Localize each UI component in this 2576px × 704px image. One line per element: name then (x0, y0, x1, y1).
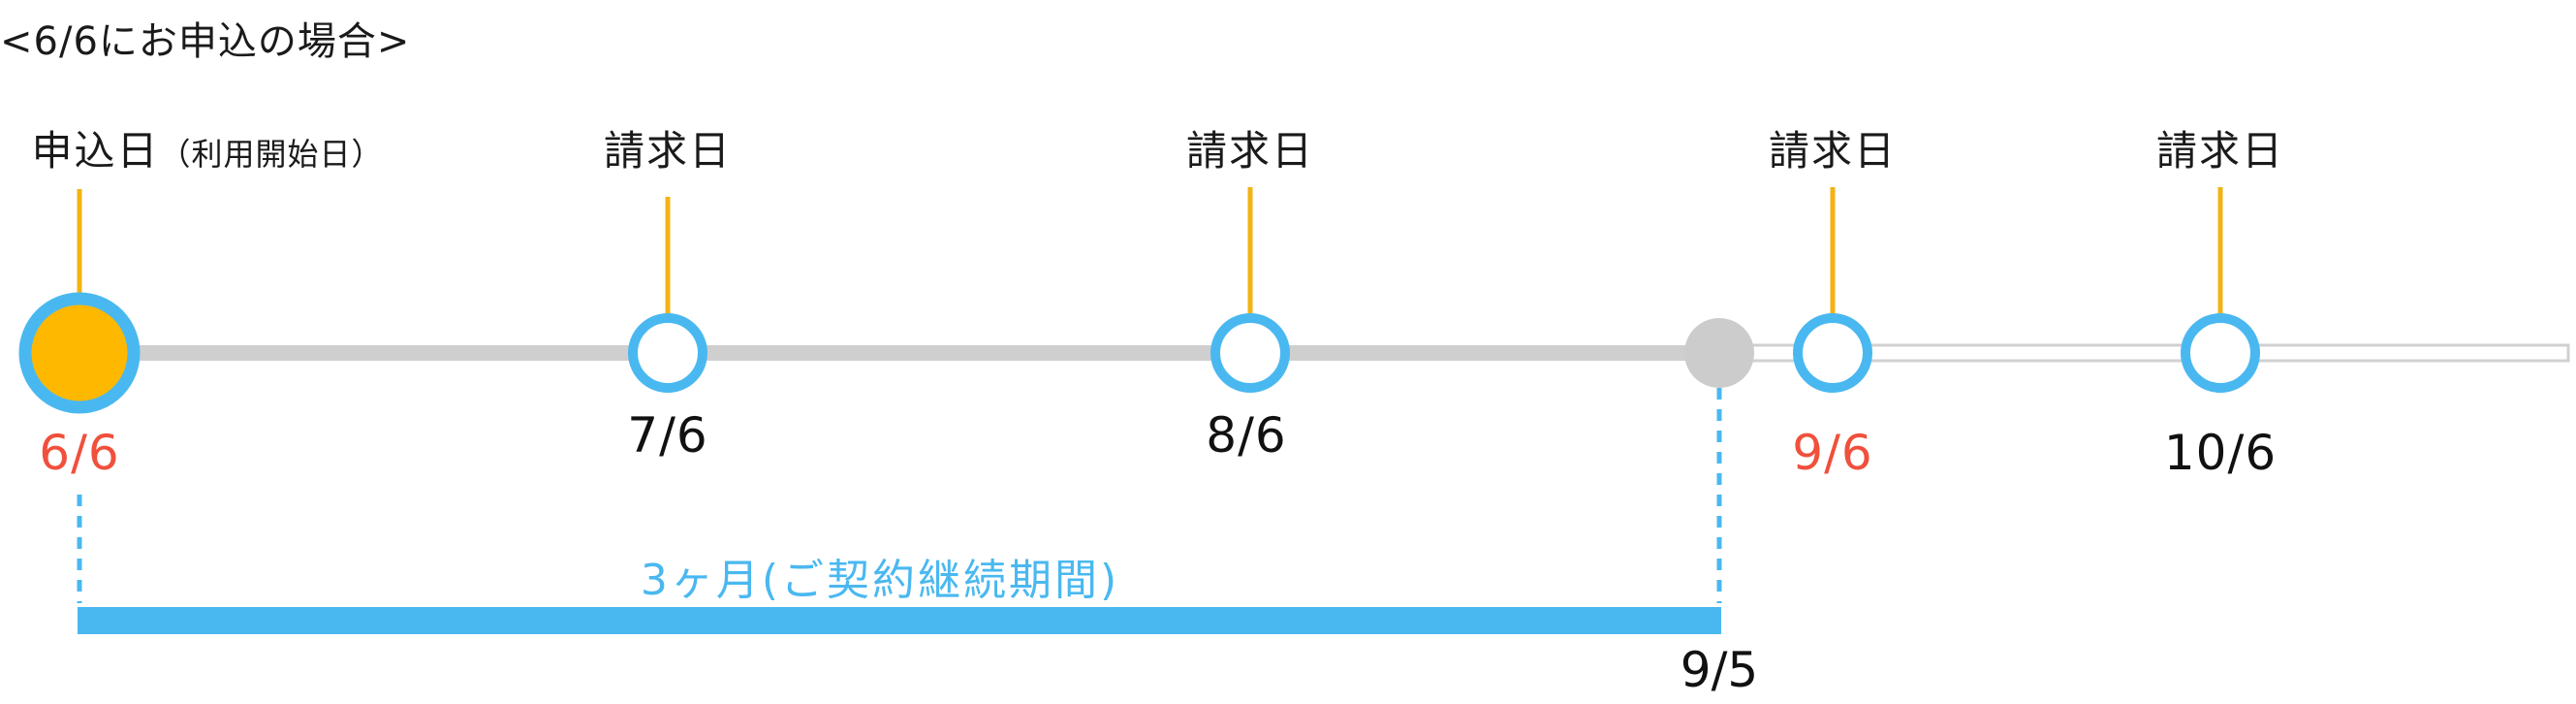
date-apply: 6/6 (39, 425, 120, 481)
start-node (18, 292, 141, 414)
event-label-billing-3: 請求日 (1768, 127, 1898, 175)
date-billing-2: 8/6 (1206, 407, 1287, 464)
billing-node-4 (2181, 313, 2260, 393)
billing-node-1 (628, 313, 707, 393)
caption: <6/6にお申込の場合> (0, 19, 411, 64)
event-label-billing-4: 請求日 (2155, 127, 2285, 175)
event-label-billing-1: 請求日 (603, 127, 733, 175)
billing-node-2 (1210, 313, 1290, 393)
end-node (1684, 318, 1754, 388)
date-billing-4: 10/6 (2163, 425, 2278, 481)
period-label: 3ヶ月(ご契約継続期間) (640, 556, 1120, 605)
event-label-billing-2: 請求日 (1185, 127, 1315, 175)
event-label-apply-note: （利用開始日） (159, 136, 384, 173)
billing-node-3 (1793, 313, 1872, 393)
period-end-date: 9/5 (1680, 642, 1759, 698)
event-label-apply-text: 申込日 (31, 127, 160, 175)
date-billing-3: 9/6 (1792, 425, 1873, 481)
date-billing-1: 7/6 (627, 407, 708, 464)
event-label-apply: 申込日（利用開始日） (31, 118, 383, 177)
period-bar (78, 607, 1721, 634)
